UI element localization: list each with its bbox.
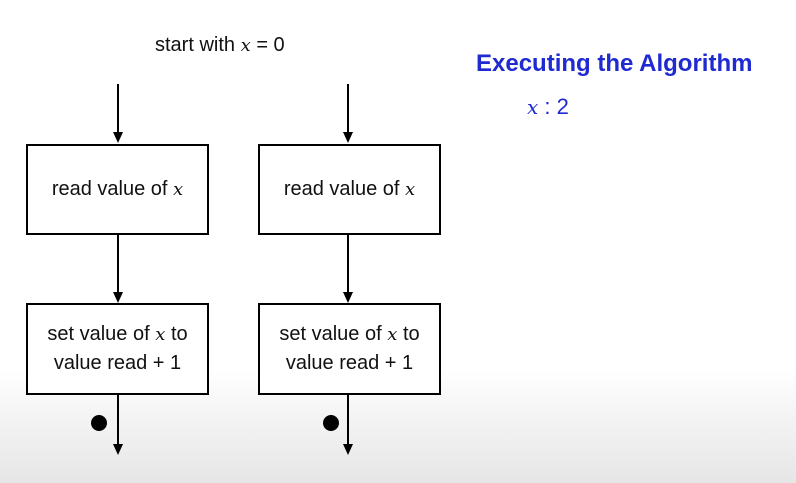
flow-2-entry-arrow bbox=[347, 84, 349, 133]
flow-1-set-line1: set value of x to bbox=[47, 323, 188, 345]
flow-1-entry-arrowhead bbox=[113, 132, 123, 143]
start-label: start with x = 0 bbox=[155, 34, 285, 57]
flow-2-set-line1: set value of x to bbox=[279, 323, 420, 345]
flow-2-set-box: set value of x to value read + 1 bbox=[258, 303, 441, 395]
flow-1-execution-marker bbox=[91, 415, 107, 431]
flow-2-entry-arrowhead bbox=[343, 132, 353, 143]
state-value: 2 bbox=[556, 94, 569, 119]
flow-2-read-text: read value of x bbox=[283, 178, 416, 200]
slide-title: Executing the Algorithm bbox=[476, 50, 753, 77]
flow-2-execution-marker bbox=[323, 415, 339, 431]
flow-2-read-box: read value of x bbox=[258, 144, 441, 235]
flow-1-exit-arrow bbox=[117, 395, 119, 445]
flow-1-set-box: set value of x to value read + 1 bbox=[26, 303, 209, 395]
flow-1-read-box: read value of x bbox=[26, 144, 209, 235]
flow-2-mid-arrow bbox=[347, 235, 349, 293]
flow-1-exit-arrowhead bbox=[113, 444, 123, 455]
state-separator: : bbox=[544, 94, 551, 119]
start-prefix: start with bbox=[155, 34, 236, 56]
flow-1-set-line2: value read + 1 bbox=[53, 352, 182, 374]
flow-2-set-line2: value read + 1 bbox=[285, 352, 414, 374]
flow-2-exit-arrowhead bbox=[343, 444, 353, 455]
flow-1-mid-arrowhead bbox=[113, 292, 123, 303]
variable-state: x : 2 bbox=[527, 94, 569, 120]
flow-2-exit-arrow bbox=[347, 395, 349, 445]
start-value: = 0 bbox=[256, 34, 285, 56]
state-variable: x bbox=[527, 95, 539, 119]
flow-1-read-text: read value of x bbox=[51, 178, 184, 200]
flow-2-mid-arrowhead bbox=[343, 292, 353, 303]
start-variable: x bbox=[240, 35, 251, 56]
flow-1-mid-arrow bbox=[117, 235, 119, 293]
flow-1-entry-arrow bbox=[117, 84, 119, 133]
